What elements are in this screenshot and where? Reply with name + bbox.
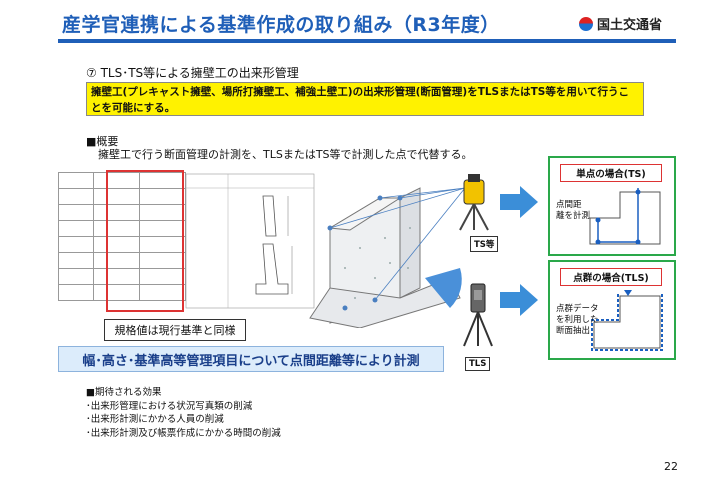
effects-section: ■期待される効果 ･出来形管理における状況写真類の削減 ･出来形計測にかかる人員… [86, 386, 281, 440]
ts-label: TS等 [470, 236, 499, 252]
measurement-banner: 幅･高さ･基準高等管理項目について点間距離等により計測 [58, 346, 444, 372]
point-cloud-panel: 点群の場合(TLS) 点群データ を利用した 断面抽出 [548, 260, 676, 360]
mlit-logo-icon [579, 16, 593, 31]
point-cloud-title: 点群の場合(TLS) [560, 268, 662, 286]
tls-scanner-icon [463, 283, 493, 347]
effects-heading: ■期待される効果 [86, 387, 162, 398]
effect-item: ･出来形計測にかかる人員の削減 [86, 414, 224, 425]
tls-label: TLS [465, 357, 491, 371]
single-point-label: 点間距 離を計測 [556, 200, 591, 221]
overview-text: 擁壁工で行う断面管理の計測を、TLSまたはTS等で計測した点で代替する。 [98, 148, 473, 161]
overview-heading: ■概要 [86, 135, 119, 148]
inspection-form-image [58, 166, 318, 316]
single-point-title: 単点の場合(TS) [560, 164, 662, 182]
page-number: 22 [664, 460, 678, 473]
page-title: 産学官連携による基準作成の取り組み（R3年度） [62, 14, 500, 36]
retaining-wall-illustration [309, 187, 466, 328]
effect-item: ･出来形管理における状況写真類の削減 [86, 400, 253, 412]
logo-text: 国土交通省 [597, 18, 663, 33]
right-arrow-icon [500, 186, 538, 218]
ts-instrument-icon [459, 174, 489, 231]
title-underline [58, 39, 676, 43]
right-arrow-icon [500, 284, 538, 316]
highlight-box: 擁壁工(プレキャスト擁壁、場所打擁壁工、補強土壁工)の出来形管理(断面管理)をT… [86, 82, 644, 116]
point-cloud-label: 点群データ を利用した 断面抽出 [556, 304, 599, 336]
effect-item: ･出来形計測及び帳票作成にかかる時間の削減 [86, 427, 281, 439]
single-point-panel: 単点の場合(TS) 点間距 離を計測 [548, 156, 676, 256]
spec-note: 規格値は現行基準と同様 [104, 319, 246, 341]
section-title: ⑦ TLS･TS等による擁壁工の出来形管理 [86, 66, 299, 80]
ministry-logo: 国土交通省 [579, 14, 662, 33]
